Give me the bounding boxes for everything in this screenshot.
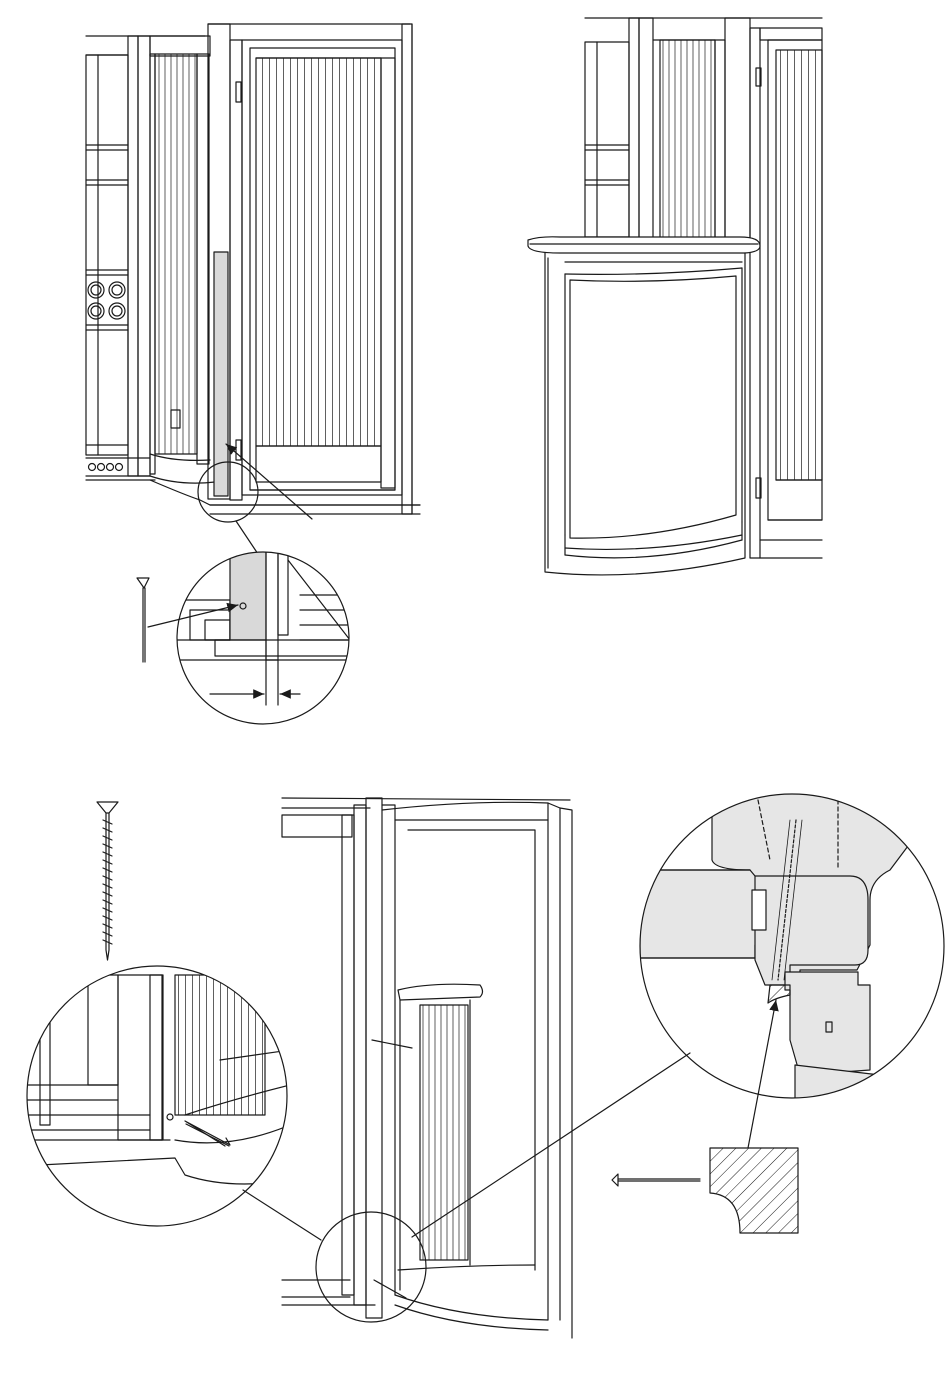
- step-1-cabinet-view: [86, 24, 420, 560]
- screw-marker: [372, 1040, 412, 1048]
- detail-1-pin-fixing: [137, 550, 360, 724]
- pin-arrow: [148, 605, 238, 627]
- detail-3-screw-fixing: [25, 966, 290, 1226]
- quadrant-moulding-section-icon: [710, 1148, 798, 1233]
- section-arrow: [748, 1000, 776, 1148]
- panel-pin-icon: [612, 1174, 700, 1186]
- step-2-cabinet-view: [528, 18, 822, 575]
- curved-door-icon: [528, 237, 760, 575]
- drawer-knobs: [89, 464, 123, 471]
- detail-4-cross-section: [612, 790, 950, 1233]
- trim-strip: [214, 252, 228, 496]
- panel-pin-icon: [137, 578, 149, 662]
- step-3-cabinet-view: [243, 798, 690, 1338]
- countersunk-screw-icon: [97, 802, 118, 960]
- screw-hole: [167, 1114, 173, 1120]
- wine-rack: [88, 282, 125, 319]
- door-frame: [210, 24, 420, 514]
